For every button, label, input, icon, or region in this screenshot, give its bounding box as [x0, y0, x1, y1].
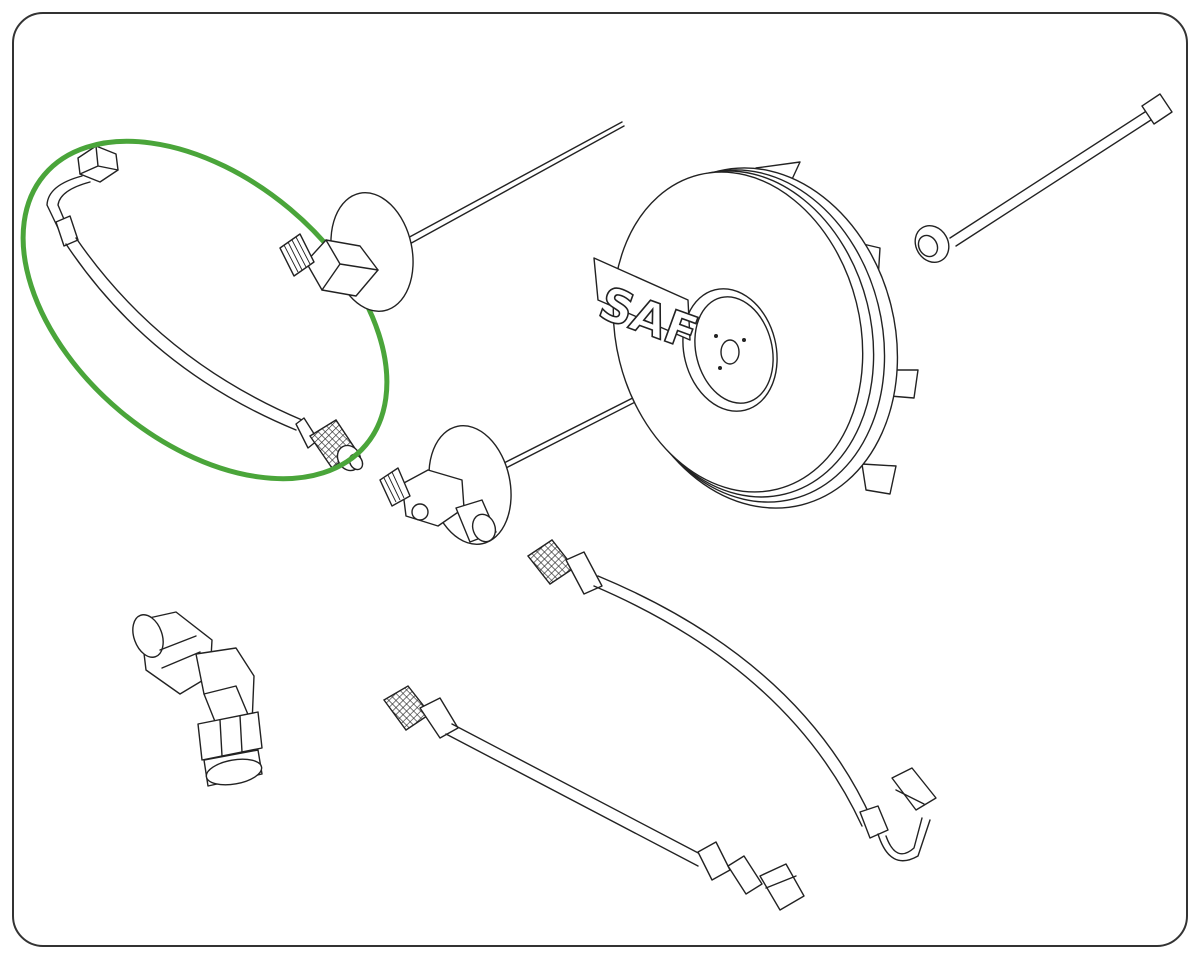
upper-probe-assembly — [279, 121, 625, 312]
lower-probe-assembly — [379, 365, 699, 545]
straight-rod — [914, 93, 1173, 263]
elbow-fitting — [132, 611, 263, 787]
curved-hose — [526, 539, 937, 862]
green-ellipse-highlight — [20, 138, 390, 482]
hose-highlighted — [46, 145, 364, 472]
straight-hose — [382, 685, 805, 911]
diaphragm-housing: SAF — [591, 161, 919, 509]
